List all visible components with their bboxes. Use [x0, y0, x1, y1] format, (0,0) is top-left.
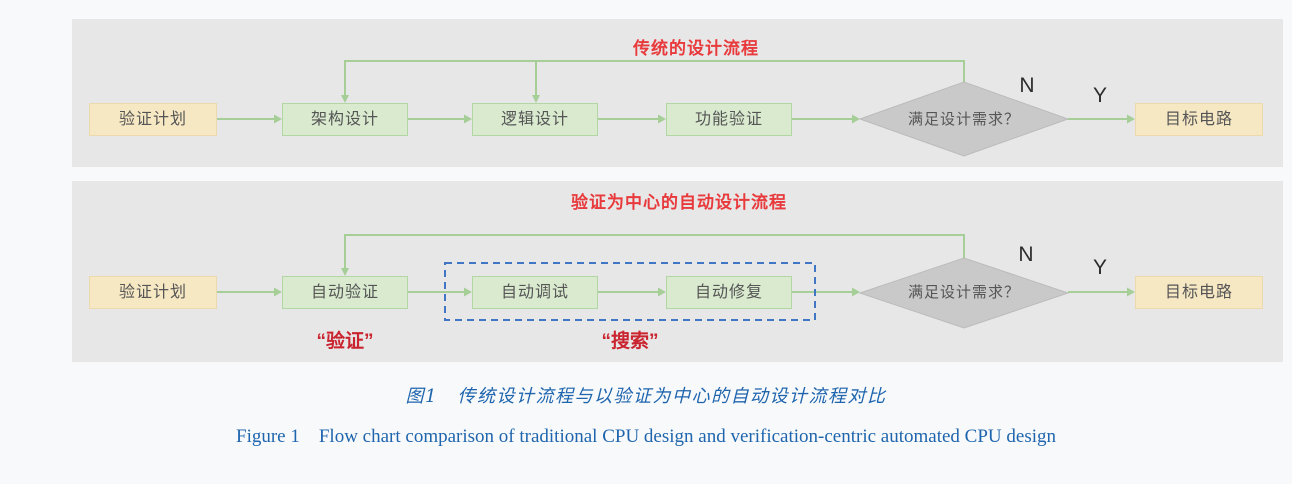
- traditional-flow-connectors: [217, 60, 1135, 157]
- decision-diamond: [858, 81, 1070, 157]
- traditional-flow-title: 传统的设计流程: [633, 39, 759, 58]
- feedback-loop-line: [344, 234, 965, 268]
- verification-annotation: “验证”: [316, 331, 374, 352]
- automated-flow-connectors: [217, 234, 1135, 329]
- yes-branch-label: Y: [1092, 84, 1107, 107]
- arrow-heads: [274, 95, 1135, 124]
- search-group-dashed-box: [444, 262, 816, 321]
- figure-caption-chinese: 图1 传统设计流程与以验证为中心的自动设计流程对比: [405, 386, 887, 407]
- feedback-loop-line: [344, 60, 965, 95]
- node-target-circuit: 目标电路: [1135, 276, 1263, 309]
- node-verification-plan: 验证计划: [89, 103, 217, 136]
- no-branch-label: N: [1018, 243, 1034, 266]
- node-functional-verification: 功能验证: [666, 103, 792, 136]
- figure-caption-english: Figure 1 Flow chart comparison of tradit…: [236, 426, 1056, 447]
- connector-lines: [217, 234, 1127, 293]
- decision-meets-requirements: 满足设计需求？: [907, 284, 1020, 301]
- search-annotation: “搜索”: [601, 331, 659, 352]
- connector-lines: [217, 60, 1127, 120]
- node-auto-repair: 自动修复: [666, 276, 792, 309]
- no-branch-label: N: [1019, 74, 1035, 97]
- node-architecture-design: 架构设计: [282, 103, 408, 136]
- node-logic-design: 逻辑设计: [472, 103, 598, 136]
- traditional-flow-panel: 传统的设计流程 验证计划 架构设计: [72, 19, 1283, 167]
- decision-meets-requirements: 满足设计需求？: [907, 111, 1020, 128]
- node-verification-plan: 验证计划: [89, 276, 217, 309]
- automated-flow-title: 验证为中心的自动设计流程: [571, 193, 787, 212]
- node-auto-verification: 自动验证: [282, 276, 408, 309]
- node-auto-debug: 自动调试: [472, 276, 598, 309]
- automated-flow-panel: 验证为中心的自动设计流程 验证计划 自动验证 自动调: [72, 181, 1283, 362]
- node-target-circuit: 目标电路: [1135, 103, 1263, 136]
- decision-diamond: [858, 257, 1070, 329]
- arrow-heads: [274, 268, 1135, 297]
- yes-branch-label: Y: [1092, 256, 1107, 279]
